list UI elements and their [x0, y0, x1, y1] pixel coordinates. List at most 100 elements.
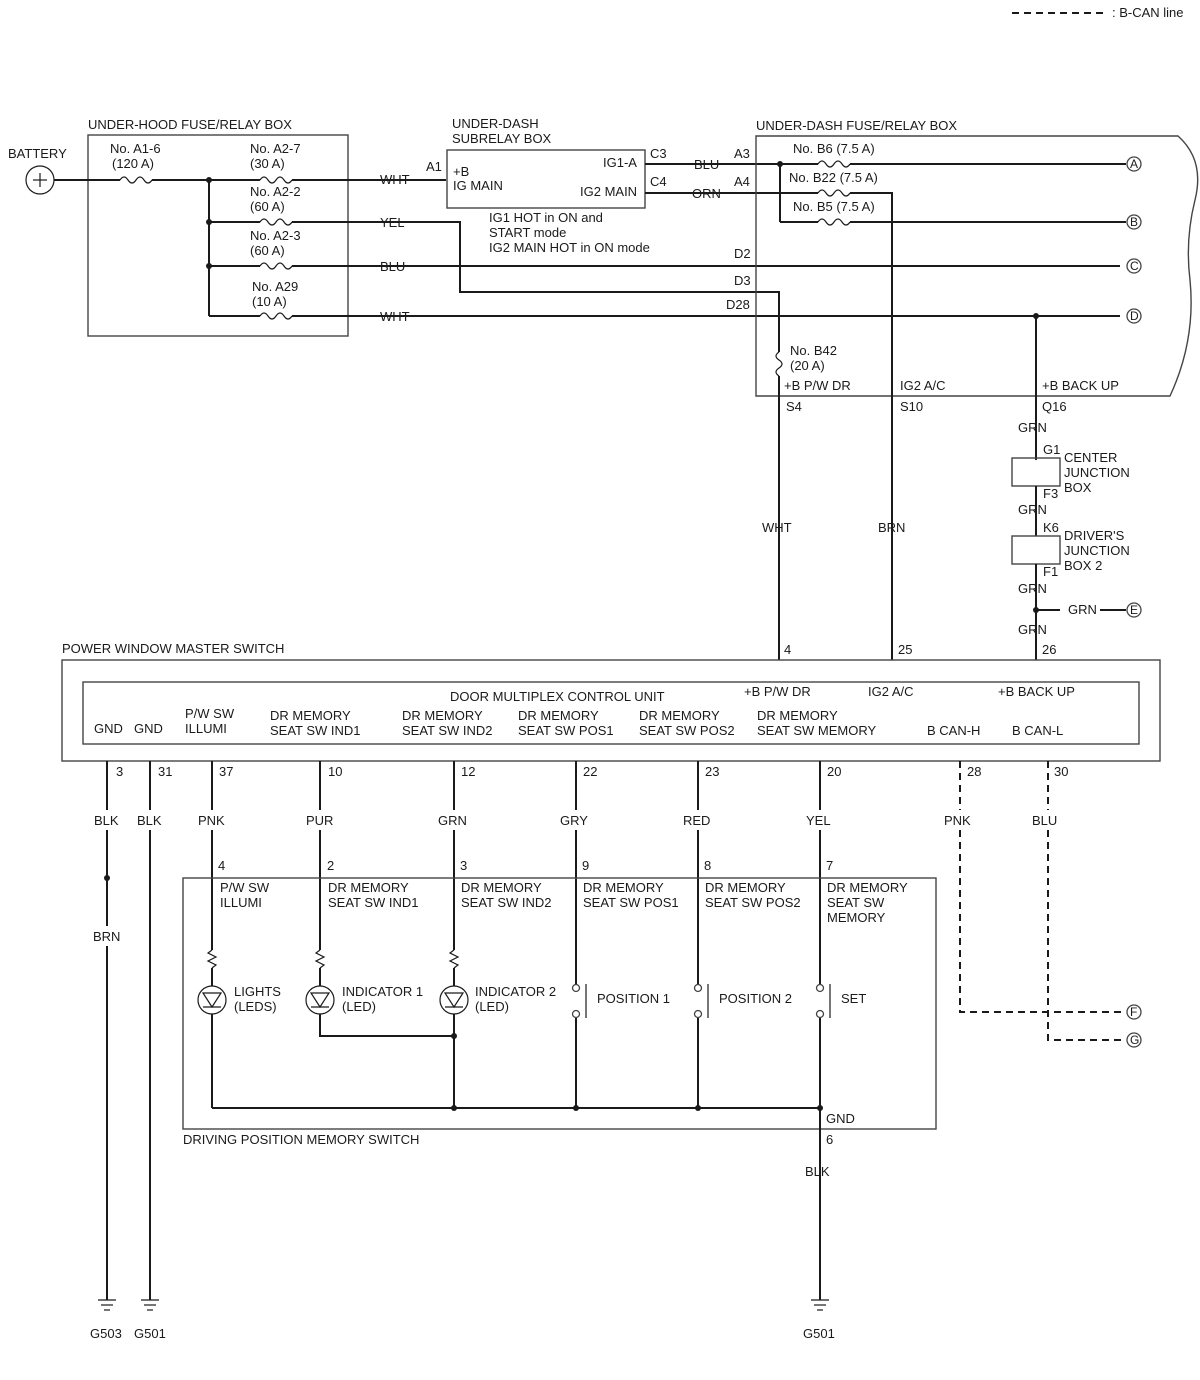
power-window-master-switch: POWER WINDOW MASTER SWITCH DOOR MULTIPLE… — [61, 641, 1161, 779]
under-dash-box-outline — [755, 135, 1199, 397]
indicator2-label-2: (LED) — [475, 999, 509, 1014]
under-hood-title: UNDER-HOOD FUSE/RELAY BOX — [88, 117, 292, 132]
subrelay-box: UNDER-DASH SUBRELAY BOX A1 +B IG MAIN IG… — [426, 116, 667, 255]
master-label-gnd2: GND — [134, 721, 163, 736]
wire-label-wht1: WHT — [380, 172, 410, 187]
fuse-b42-label: No. B42 — [790, 343, 837, 358]
memory-label-memory-2: SEAT SW — [827, 895, 885, 910]
drivers-jb-pin-f1: F1 — [1043, 564, 1058, 579]
memory-label-gnd: GND — [826, 1111, 855, 1126]
wire-yel-d3 — [418, 221, 780, 352]
memory-label-ind1-1: DR MEMORY — [328, 880, 409, 895]
memory-pin-3: 3 — [460, 858, 467, 873]
center-jb-label-2: JUNCTION — [1064, 465, 1130, 480]
master-label-ind1-1: DR MEMORY — [270, 708, 351, 723]
master-label-pos2-2: SEAT SW POS2 — [639, 723, 735, 738]
memory-pin-4: 4 — [218, 858, 225, 873]
wire-label-wht-s4: WHT — [762, 520, 792, 535]
master-label-ind1-2: SEAT SW IND1 — [270, 723, 361, 738]
control-unit-outline — [82, 681, 1140, 745]
fuse-a1-6-symbol — [119, 176, 153, 184]
indicator2-label-1: INDICATOR 2 — [475, 984, 556, 999]
memory-switch-title: DRIVING POSITION MEMORY SWITCH — [183, 1132, 419, 1147]
lights-label-2: (LEDS) — [234, 999, 277, 1014]
master-label-can-h: B CAN-H — [927, 723, 980, 738]
subrelay-pin-c3: C3 — [650, 146, 667, 161]
master-label-ind2-2: SEAT SW IND2 — [402, 723, 493, 738]
svg-text:A: A — [1130, 157, 1138, 171]
wire-label-grn-q16: GRN — [1018, 420, 1047, 435]
wire-label-blu: BLU — [380, 259, 405, 274]
master-label-memory-1: DR MEMORY — [757, 708, 838, 723]
position2-label: POSITION 2 — [719, 991, 792, 1006]
master-pin-25: 25 — [898, 642, 912, 657]
memory-label-ind2-2: SEAT SW IND2 — [461, 895, 552, 910]
under-dash-pin-d3: D3 — [734, 273, 751, 288]
master-label-can-l: B CAN-L — [1012, 723, 1063, 738]
under-dash-pin-d28: D28 — [726, 297, 750, 312]
drivers-junction-box: K6 F1 DRIVER'S JUNCTION BOX 2 GRN — [1011, 520, 1130, 596]
b-can-l-line — [1047, 830, 1126, 1041]
led-indicator-1 — [305, 985, 335, 1015]
memory-label-pos1-1: DR MEMORY — [583, 880, 664, 895]
fuse-b5-label: No. B5 (7.5 A) — [793, 199, 875, 214]
center-jb-label-3: BOX — [1064, 480, 1092, 495]
connector-a: A — [1126, 156, 1142, 172]
subrelay-ig1-a: IG1-A — [603, 155, 637, 170]
legend-label: : B-CAN line — [1112, 5, 1184, 20]
wire-label-pur: PUR — [306, 813, 333, 828]
drivers-jb-pin-k6: K6 — [1043, 520, 1059, 535]
fuse-b42-symbol — [775, 351, 783, 377]
drivers-jb-label-3: BOX 2 — [1064, 558, 1102, 573]
fuse-a2-2-label: No. A2-2 — [250, 184, 301, 199]
svg-text:B: B — [1130, 215, 1138, 229]
center-junction-box: GRN G1 F3 CENTER JUNCTION BOX GRN — [1011, 420, 1130, 517]
wire-label-wht2: WHT — [380, 309, 410, 324]
under-dash-fuse-box: UNDER-DASH FUSE/RELAY BOX A3 A4 D2 D3 D2… — [726, 118, 1199, 660]
svg-text:G501: G501 — [803, 1326, 835, 1341]
control-unit-title: DOOR MULTIPLEX CONTROL UNIT — [450, 689, 665, 704]
resistor-ind2 — [448, 949, 460, 969]
switch-set — [815, 983, 831, 1019]
fuse-a2-3-rating: (60 A) — [250, 243, 285, 258]
under-dash-out-pw-dr: +B P/W DR — [784, 378, 851, 393]
fuse-a29-label: No. A29 — [252, 279, 298, 294]
subrelay-note-3: IG2 MAIN HOT in ON mode — [489, 240, 650, 255]
drivers-jb-label-2: JUNCTION — [1064, 543, 1130, 558]
master-pin-4: 4 — [784, 642, 791, 657]
master-pin-20: 20 — [827, 764, 841, 779]
memory-label-pw-illumi-1: P/W SW — [220, 880, 270, 895]
master-label-pw-illumi-2: ILLUMI — [185, 721, 227, 736]
subrelay-pin-a1: A1 — [426, 159, 442, 174]
switch-position-1 — [571, 983, 587, 1019]
master-label-pos1-1: DR MEMORY — [518, 708, 599, 723]
indicator1-label-2: (LED) — [342, 999, 376, 1014]
wire-label-yel-bottom: YEL — [806, 813, 831, 828]
ground-g501-b: G501 — [803, 1299, 835, 1341]
position1-label: POSITION 1 — [597, 991, 670, 1006]
svg-text:E: E — [1130, 603, 1138, 617]
fuse-b42-rating: (20 A) — [790, 358, 825, 373]
under-dash-out-ig2-ac: IG2 A/C — [900, 378, 946, 393]
under-dash-pin-s4: S4 — [786, 399, 802, 414]
master-label-memory-2: SEAT SW MEMORY — [757, 723, 877, 738]
subrelay-title-2: SUBRELAY BOX — [452, 131, 552, 146]
connector-e: E — [1126, 602, 1142, 618]
connector-b: B — [1126, 214, 1142, 230]
center-jb-pin-g1: G1 — [1043, 442, 1060, 457]
led-indicator-2 — [439, 985, 469, 1015]
connector-c: C — [1126, 258, 1142, 274]
master-pin-28: 28 — [967, 764, 981, 779]
memory-label-ind1-2: SEAT SW IND1 — [328, 895, 419, 910]
connector-d: D — [1126, 308, 1142, 324]
subrelay-plus-b: +B — [453, 164, 469, 179]
fuse-b22-symbol — [817, 189, 851, 197]
wire-label-orn-c4: ORN — [692, 186, 721, 201]
fuse-b5-symbol — [817, 218, 851, 226]
master-label-pw-dr: +B P/W DR — [744, 684, 811, 699]
led-lights — [197, 985, 227, 1015]
subrelay-pin-c4: C4 — [650, 174, 667, 189]
master-label-pos2-1: DR MEMORY — [639, 708, 720, 723]
svg-text:C: C — [1130, 259, 1139, 273]
